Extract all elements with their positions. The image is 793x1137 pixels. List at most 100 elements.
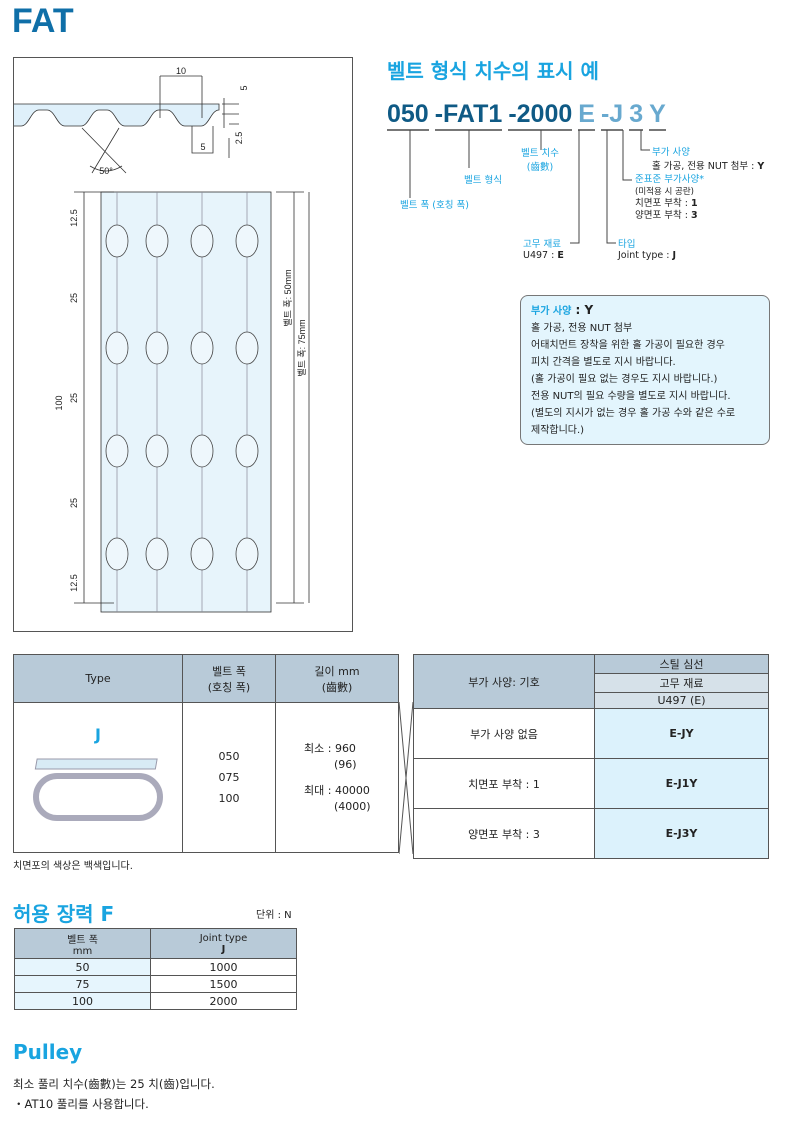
pulley-line-1: 최소 풀리 치수(齒數)는 25 치(齒)입니다.	[13, 1077, 215, 1091]
rubber-code: E	[557, 250, 564, 261]
t-width: 75	[14, 975, 151, 993]
th-rubber: 고무 재료	[594, 673, 769, 693]
semi-1: 치면포 부착 :	[635, 198, 691, 209]
hole-mark	[105, 434, 129, 468]
note-line: 홀 가공, 전용 NUT 첨부	[531, 323, 633, 334]
dim-4: 25	[69, 498, 79, 508]
belt-drawing: 10 5 50° 5 2.5 12.5 25 25 25 12.5 100 벨트…	[0, 57, 353, 632]
hole-mark	[145, 224, 169, 258]
joint-code: J	[672, 250, 677, 261]
th-t-joint-sub: J	[221, 943, 226, 955]
label-joint: 타입	[618, 239, 636, 250]
t-width: 50	[14, 958, 151, 976]
note-line: (홀 가공이 필요 없는 경우도 지시 바랍니다.)	[531, 374, 718, 385]
th-t-width: 벨트 폭	[67, 934, 98, 946]
hole-mark	[235, 224, 259, 258]
t-value: 1000	[150, 958, 297, 976]
length-min: 최소 : 960	[304, 741, 356, 755]
semi-1-code: 1	[690, 198, 698, 209]
tension-unit: 단위 : N	[256, 910, 292, 921]
option-code: E-JY	[594, 708, 769, 759]
hole-mark	[105, 331, 129, 365]
option-label: 부가 사양 없음	[413, 708, 595, 759]
code-size: -2000	[508, 100, 573, 131]
length-max: 최대 : 40000	[304, 783, 370, 797]
hole-mark	[105, 537, 129, 571]
type-j: J	[95, 725, 101, 744]
width-50: 벨트 폭: 50mm	[283, 269, 293, 326]
hole-mark	[145, 434, 169, 468]
depth-dim: 2.5	[234, 132, 244, 145]
th-width: 벨트 폭	[212, 664, 246, 678]
hole-mark	[190, 537, 214, 571]
th-length-sub: (齒數)	[321, 680, 353, 694]
pulley-heading: Pulley	[13, 1040, 83, 1064]
option-label: 치면포 부착 : 1	[413, 758, 595, 809]
dim-2: 25	[69, 293, 79, 303]
option-code: E-J3Y	[594, 808, 769, 859]
semi-3: 양면포 부착 :	[635, 210, 691, 221]
code-option: Y	[649, 100, 666, 131]
joint-value: Joint type :	[618, 250, 673, 261]
th-t-width-sub: mm	[72, 945, 93, 957]
hole-mark	[235, 537, 259, 571]
t-width: 100	[14, 992, 151, 1010]
hole-mark	[235, 331, 259, 365]
semi-3-code: 3	[690, 210, 698, 221]
hole-mark	[145, 331, 169, 365]
hole-mark	[190, 331, 214, 365]
note-code: : Y	[571, 303, 594, 317]
angle-dim: 50°	[99, 166, 113, 176]
height-dim: 5	[239, 85, 249, 90]
label-type: 벨트 형식	[464, 175, 502, 186]
dim-1: 12.5	[69, 209, 79, 227]
note-line: 어태치먼트 장착을 위한 홀 가공이 필요한 경우	[531, 340, 725, 351]
hole-mark	[235, 434, 259, 468]
hole-mark	[190, 434, 214, 468]
th-core: 스틸 심선	[594, 654, 769, 674]
width-75: 벨트 폭: 75mm	[297, 319, 307, 376]
th-length: 길이 mm	[314, 664, 360, 678]
hole-mark	[145, 537, 169, 571]
option-label: 양면포 부착 : 3	[413, 808, 595, 859]
total-dim: 100	[54, 395, 64, 410]
width-050: 050	[218, 750, 240, 763]
option-code: Y	[757, 161, 765, 172]
rubber-value: U497 :	[523, 250, 558, 261]
note-line: 피치 간격을 별도로 지시 바랍니다.	[531, 357, 676, 368]
pitch-dim: 10	[176, 66, 186, 76]
note-line: 전용 NUT의 필요 수량을 별도로 지시 바랍니다.	[531, 391, 731, 402]
dim-5: 12.5	[69, 574, 79, 592]
code-semi: 3	[629, 100, 644, 131]
pulley-line-2: ・AT10 풀리를 사용합니다.	[13, 1097, 149, 1111]
code-width: 050	[387, 100, 429, 131]
page-title: FAT	[12, 2, 74, 40]
footnote: 치면포의 색상은 백색입니다.	[13, 861, 133, 872]
hole-mark	[190, 224, 214, 258]
th-option: 부가 사양: 기호	[413, 654, 595, 709]
t-value: 2000	[150, 992, 297, 1010]
label-rubber: 고무 재료	[523, 239, 561, 250]
label-width: 벨트 폭 (호칭 폭)	[400, 200, 469, 211]
label-semi-sub: (미적용 시 공란)	[635, 187, 694, 197]
note-line: (별도의 지시가 없는 경우 홀 가공 수와 같은 수로	[531, 408, 736, 419]
width-075: 075	[218, 771, 240, 784]
th-t-joint: Joint type	[199, 932, 248, 944]
width-100: 100	[218, 792, 240, 805]
option-code: E-J1Y	[594, 758, 769, 809]
label-size: 벨트 치수	[521, 148, 559, 159]
code-rubber: E	[578, 100, 595, 131]
tooth-dim: 5	[200, 142, 205, 152]
belt-image	[33, 758, 163, 821]
th-width-sub: (호칭 폭)	[207, 680, 251, 694]
connector-lines	[399, 702, 413, 854]
